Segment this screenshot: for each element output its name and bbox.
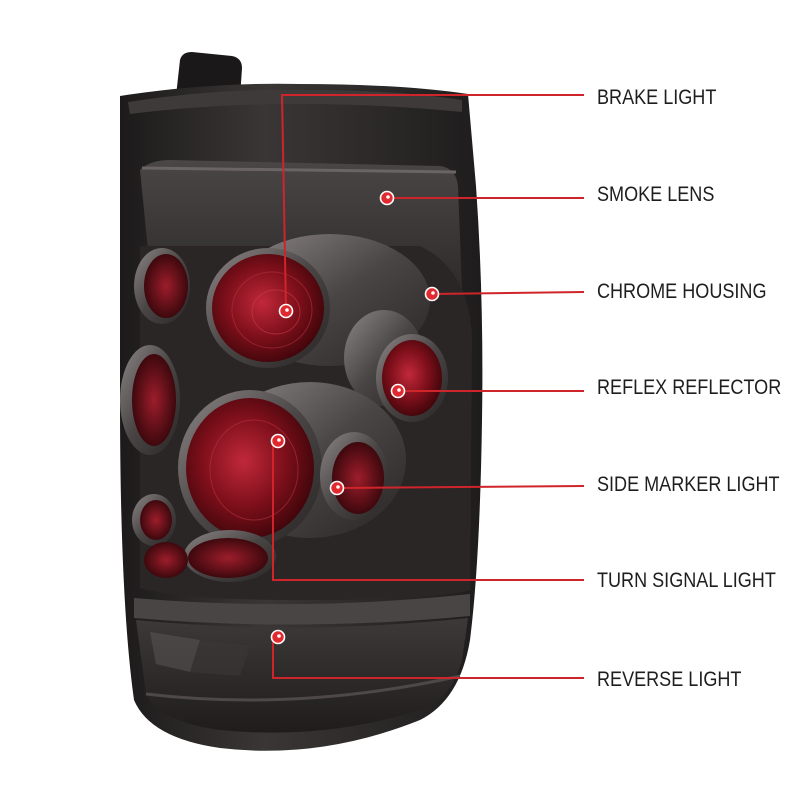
callout-chrome-housing: CHROME HOUSING — [424, 280, 767, 304]
smoke-lens-upper — [140, 160, 462, 290]
callout-smoke-lens: SMOKE LENS — [379, 183, 714, 207]
lens-divider — [134, 594, 470, 625]
smoke-lens-upper-frame — [141, 166, 457, 174]
reflex-reflector-marker-highlight — [397, 388, 401, 392]
callout-reverse-light: REVERSE LIGHT — [270, 629, 742, 692]
brake-light-leader-line — [280, 94, 584, 312]
chrome-housing-leader-line — [431, 291, 585, 295]
reverse-light-label: REVERSE LIGHT — [597, 668, 742, 692]
reverse-reflector-detail — [150, 632, 250, 676]
lower-cups — [144, 530, 276, 582]
tail-light-image — [120, 52, 483, 751]
reverse-light-marker-highlight — [277, 634, 281, 638]
lower-left-cup — [132, 494, 176, 546]
reflex-reflector-label: REFLEX REFLECTOR — [597, 376, 781, 400]
side-marker-light-label: SIDE MARKER LIGHT — [597, 473, 780, 497]
callout-layer: BRAKE LIGHT SMOKE LENS CHROME HOUSING REFLE… — [270, 86, 781, 692]
smoke-lens-label: SMOKE LENS — [597, 183, 714, 207]
smoke-lens-marker-highlight — [386, 195, 390, 199]
chrome-housing-marker-highlight — [431, 291, 435, 295]
mid-left-cup — [120, 345, 180, 455]
side-marker-cup — [320, 432, 388, 520]
callout-side-marker-light: SIDE MARKER LIGHT — [329, 473, 780, 497]
callout-turn-signal-light: TURN SIGNAL LIGHT — [270, 433, 776, 593]
callout-reflex-reflector: REFLEX REFLECTOR — [390, 376, 781, 400]
upper-left-cup — [134, 248, 190, 324]
callout-brake-light: BRAKE LIGHT — [278, 86, 716, 319]
chrome-housing-label: CHROME HOUSING — [597, 280, 767, 304]
side-marker-light-marker-highlight — [336, 485, 340, 489]
side-marker-light-leader-line — [336, 485, 585, 489]
turn-signal-light-label: TURN SIGNAL LIGHT — [597, 569, 776, 593]
turn-signal-light-marker-highlight — [277, 438, 281, 442]
brake-light-marker-highlight — [285, 308, 289, 312]
reverse-lens-frame — [145, 674, 461, 702]
brake-light-label: BRAKE LIGHT — [597, 86, 716, 110]
reflex-reflector-cup — [344, 310, 448, 422]
